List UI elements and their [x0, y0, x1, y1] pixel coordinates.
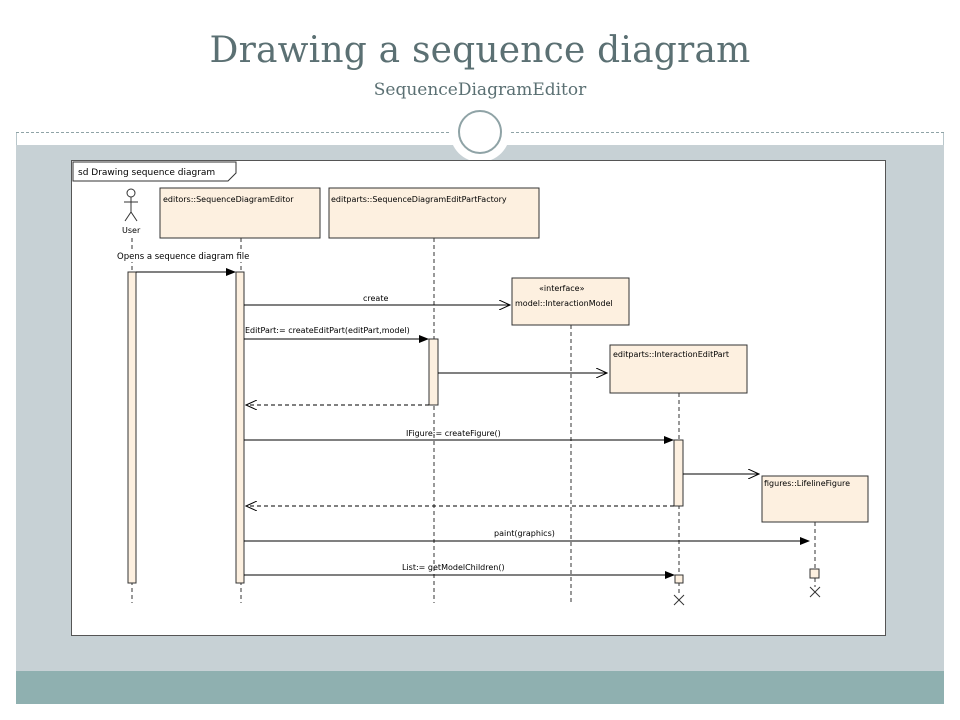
message-create-edit-part-label: EditPart:= createEditPart(editPart,model… [245, 326, 410, 335]
activation-figure-end [809, 568, 820, 579]
activation-editpart-end [674, 574, 684, 584]
lifeline-figure-label: figures::LifelineFigure [764, 479, 850, 488]
message-get-children-label: List:= getModelChildren() [402, 563, 505, 572]
message-open-label: Opens a sequence diagram file [117, 252, 249, 262]
activation-editor [235, 271, 245, 584]
lifeline-editor-label: editors::SequenceDiagramEditor [163, 195, 294, 204]
lifeline-editor-box [159, 187, 321, 239]
destroy-editpart-icon [673, 594, 685, 606]
footer-bar [16, 671, 944, 704]
lifeline-figure-box [761, 475, 869, 523]
message-paint-label: paint(graphics) [494, 529, 555, 538]
activation-editpart [673, 439, 684, 507]
sequence-diagram: sd Drawing sequence diagram User editors… [72, 161, 869, 606]
diagram-panel: sd Drawing sequence diagram User editors… [71, 160, 886, 636]
user-actor-icon [124, 188, 138, 222]
message-open-label-bg [115, 250, 261, 262]
lifeline-model-stereotype: «interface» [539, 284, 585, 293]
lifeline-model-label: model::InteractionModel [515, 299, 613, 308]
activation-user [127, 271, 137, 584]
lifeline-model-box [511, 277, 630, 326]
lifeline-factory-box [328, 187, 540, 239]
frame-label-box [72, 161, 237, 182]
lifeline-editpart-box [609, 344, 748, 394]
lifeline-editpart-label: editparts::InteractionEditPart [613, 350, 729, 359]
activation-factory [428, 338, 439, 406]
destroy-figure-icon [809, 586, 821, 598]
slide-title: Drawing a sequence diagram [209, 30, 751, 71]
frame-label: sd Drawing sequence diagram [78, 168, 215, 178]
lifeline-factory-label: editparts::SequenceDiagramEditPartFactor… [331, 195, 507, 204]
actor-label: User [122, 226, 141, 235]
slide-subtitle: SequenceDiagramEditor [373, 80, 587, 100]
message-create-figure-label: IFigure:= createFigure() [406, 429, 501, 438]
message-create-label: create [363, 294, 388, 303]
ornament-ring [458, 110, 502, 154]
